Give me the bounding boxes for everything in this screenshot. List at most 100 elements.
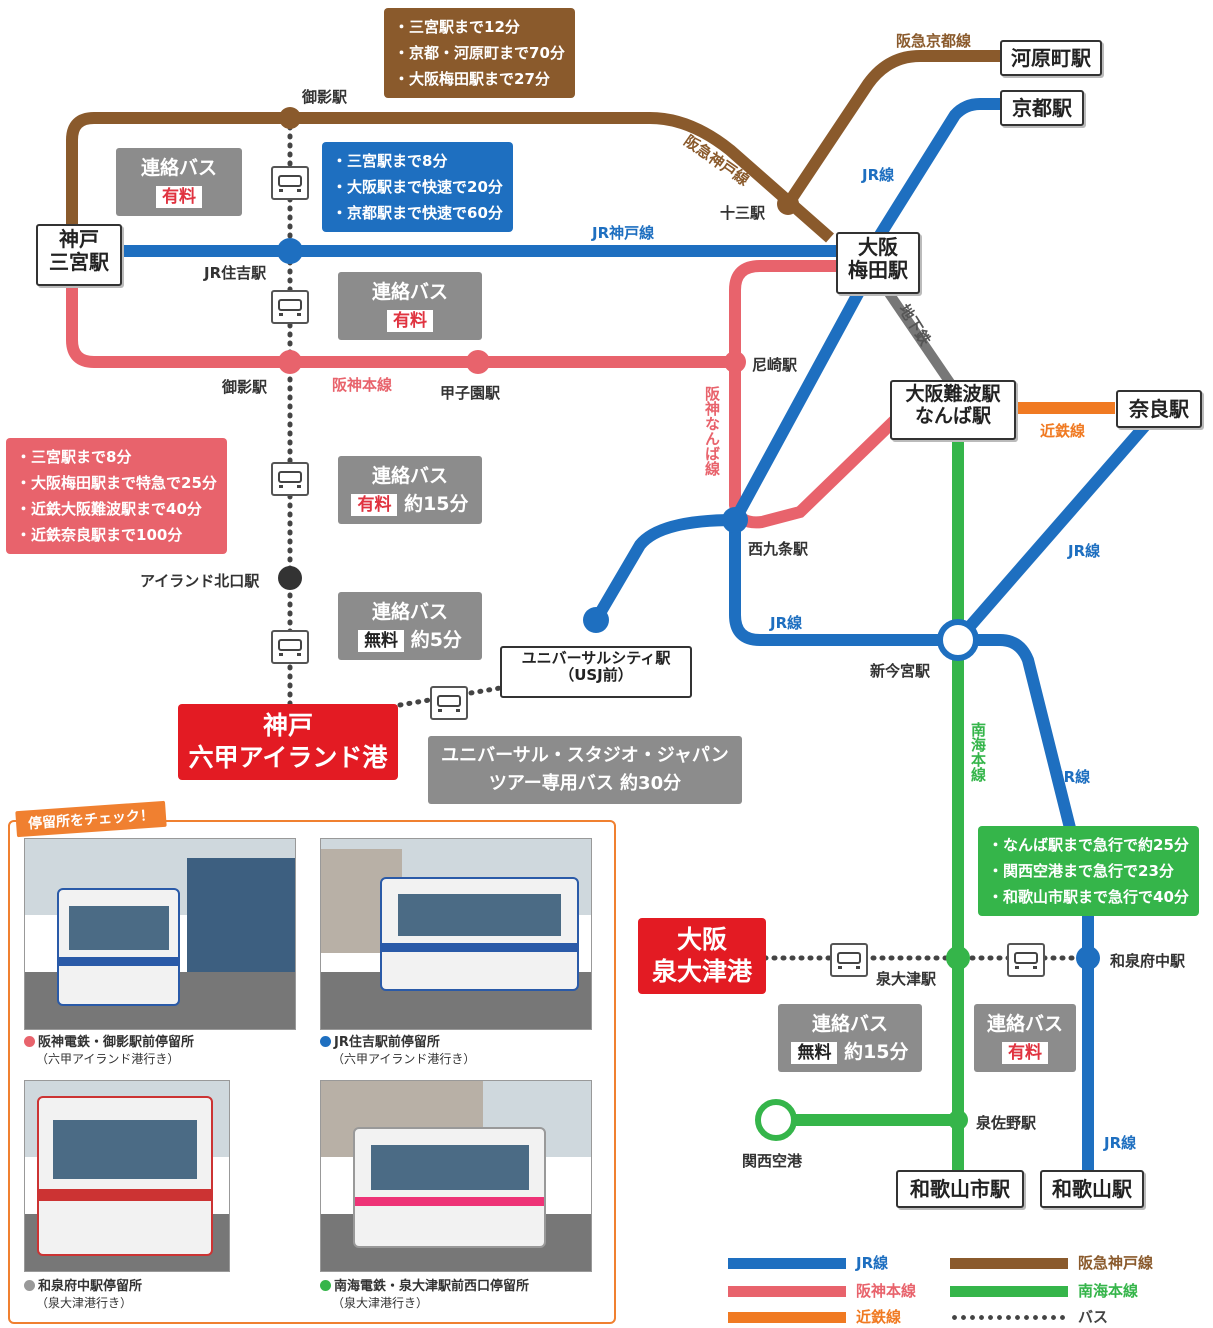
station-wakayama: 和歌山駅 (1040, 1170, 1144, 1208)
bus-box-6-title: 連絡バス (986, 1013, 1063, 1035)
label-izumiotsu: 泉大津駅 (876, 970, 937, 988)
bus-box-5-title: 連絡バス (811, 1013, 888, 1035)
bus-box-2: 連絡バス 有料 (338, 272, 482, 340)
photo-mikage-stop (24, 838, 296, 1030)
bus-box-3-fare: 有料 (351, 494, 398, 516)
hankyu-kobe-line (66, 112, 834, 243)
line-label-jr-1: JR線 (862, 166, 895, 184)
line-label-nankai: 南海本線 (969, 722, 987, 782)
info-hanshin-line-1: 三宮駅まで8分 (16, 444, 217, 470)
info-jr-line-1: 三宮駅まで8分 (332, 148, 503, 174)
line-label-jr-2: JR線 (1068, 542, 1101, 560)
legend-kintetsu: 近鉄線 (728, 1306, 901, 1327)
info-nankai-line-1: なんば駅まで急行で約25分 (988, 832, 1189, 858)
legend-bus: バス (950, 1306, 1108, 1327)
line-label-jr-kobe: JR神戸線 (592, 224, 655, 242)
bus-box-1-fare: 有料 (156, 186, 202, 208)
label-mikage-hanshin: 御影駅 (222, 378, 268, 396)
hanshin-namba-line (729, 362, 900, 529)
line-label-jr-3: JR線 (770, 614, 803, 632)
jr-nara-line (953, 416, 1155, 644)
bus-icon (830, 943, 868, 977)
caption-mikage-name: 阪神電鉄・御影駅前停留所 (38, 1035, 195, 1050)
label-izumifuchu: 和泉府中駅 (1110, 952, 1186, 970)
label-kansai-airport: 関西空港 (742, 1152, 803, 1170)
bus-box-2-fare: 有料 (387, 310, 433, 332)
label-amagasaki: 尼崎駅 (752, 356, 798, 374)
line-label-hanshin-namba: 阪神なんば線 (703, 386, 721, 476)
bus-box-6: 連絡バス 有料 (974, 1004, 1076, 1072)
photo-jr-sumiyoshi-stop (320, 838, 592, 1030)
bus-icon (271, 462, 309, 496)
legend-kintetsu-label: 近鉄線 (856, 1308, 902, 1326)
bus-icon (271, 290, 309, 324)
bus-stop-photo-panel: 阪神電鉄・御影駅前停留所 （六甲アイランド港行き） JR住吉駅前停留所 （六甲ア… (8, 820, 616, 1324)
info-jr-line-2: 大阪駅まで快速で20分 (332, 174, 503, 200)
line-label-kintetsu: 近鉄線 (1040, 422, 1086, 440)
caption-jr-sumiyoshi-stop: JR住吉駅前停留所 （六甲アイランド港行き） (320, 1034, 475, 1068)
bus-icon (271, 630, 309, 664)
label-shin-imamiya: 新今宮駅 (870, 662, 931, 680)
legend-nankai-label: 南海本線 (1078, 1282, 1139, 1300)
bus-box-1-title: 連絡バス (140, 157, 217, 179)
bus-box-3-time: 約15分 (404, 493, 469, 515)
jr-osaka-loop (729, 287, 958, 646)
station-nara: 奈良駅 (1116, 390, 1202, 428)
info-nankai-line-3: 和歌山市駅まで急行で40分 (988, 884, 1189, 910)
legend-hankyu: 阪急神戸線 (950, 1252, 1153, 1273)
jr-hanwa-line (958, 634, 1094, 1170)
bus-box-3: 連絡バス 有料 約15分 (338, 456, 482, 524)
bus-box-4-title: 連絡バス (371, 601, 448, 623)
info-box-hanshin: 三宮駅まで8分 大阪梅田駅まで特急で25分 近鉄大阪難波駅まで40分 近鉄奈良駅… (6, 438, 227, 554)
info-hanshin-line-4: 近鉄奈良駅まで100分 (16, 522, 217, 548)
bus-box-5: 連絡バス 無料 約15分 (778, 1004, 922, 1072)
station-kawaramachi: 河原町駅 (1000, 40, 1102, 76)
info-box-hankyu: 三宮駅まで12分 京都・河原町まで70分 大阪梅田駅まで27分 (384, 8, 575, 98)
bus-icon (1007, 943, 1045, 977)
info-nankai-line-2: 関西空港まで急行で23分 (988, 858, 1189, 884)
legend-jr-label: JR線 (856, 1254, 889, 1272)
jr-yumesaki-line (590, 514, 736, 624)
bus-box-4: 連絡バス 無料 約5分 (338, 592, 482, 660)
port-osaka: 大阪 泉大津港 (638, 918, 766, 994)
legend-jr: JR線 (728, 1252, 888, 1273)
caption-izumiotsu-sub: （泉大津港行き） (332, 1296, 429, 1310)
bus-box-usj-line-1: ユニバーサル・スタジオ・ジャパン (441, 745, 729, 766)
info-box-nankai: なんば駅まで急行で約25分 関西空港まで急行で23分 和歌山市駅まで急行で40分 (978, 826, 1199, 916)
bus-box-5-fare: 無料 (791, 1042, 838, 1064)
label-nishikujo: 西九条駅 (748, 540, 809, 558)
legend-hanshin: 阪神本線 (728, 1280, 916, 1301)
photo-izumiotsu-stop (320, 1080, 592, 1272)
bus-box-4-time: 約5分 (410, 629, 462, 651)
label-mikage-hankyu: 御影駅 (302, 88, 348, 106)
station-wakayamashi: 和歌山市駅 (896, 1170, 1024, 1208)
legend-bus-label: バス (1078, 1308, 1109, 1326)
subway-line (875, 277, 960, 393)
caption-izumifuchu-name: 和泉府中駅停留所 (38, 1279, 143, 1294)
caption-izumifuchu-sub: （泉大津港行き） (36, 1296, 133, 1310)
bus-box-3-title: 連絡バス (371, 465, 448, 487)
info-hankyu-line-1: 三宮駅まで12分 (394, 14, 565, 40)
bus-box-1: 連絡バス 有料 (116, 148, 242, 216)
info-hankyu-line-3: 大阪梅田駅まで27分 (394, 66, 565, 92)
station-kobe-sannomiya: 神戸 三宮駅 (36, 224, 122, 286)
info-jr-line-3: 京都駅まで快速で60分 (332, 200, 503, 226)
photo-izumifuchu-stop (24, 1080, 230, 1272)
label-koshien: 甲子園駅 (440, 384, 501, 402)
station-dots (277, 107, 1100, 1141)
bus-box-usj: ユニバーサル・スタジオ・ジャパン ツアー専用バス 約30分 (428, 736, 742, 804)
caption-izumiotsu-name: 南海電鉄・泉大津駅前西口停留所 (334, 1279, 530, 1294)
legend-hankyu-label: 阪急神戸線 (1078, 1254, 1154, 1272)
info-box-jr: 三宮駅まで8分 大阪駅まで快速で20分 京都駅まで快速で60分 (322, 142, 513, 232)
bus-box-5-time: 約15分 (844, 1041, 909, 1063)
info-hanshin-line-3: 近鉄大阪難波駅まで40分 (16, 496, 217, 522)
info-hankyu-line-2: 京都・河原町まで70分 (394, 40, 565, 66)
label-island-kita: アイランド北口駅 (140, 572, 260, 590)
legend-nankai: 南海本線 (950, 1280, 1138, 1301)
station-osaka-umeda: 大阪 梅田駅 (836, 232, 920, 294)
caption-izumiotsu-stop: 南海電鉄・泉大津駅前西口停留所 （泉大津港行き） (320, 1278, 529, 1312)
caption-jr-sumiyoshi-sub: （六甲アイランド港行き） (332, 1052, 476, 1066)
bus-icon (430, 686, 468, 720)
bus-box-2-title: 連絡バス (371, 281, 448, 303)
